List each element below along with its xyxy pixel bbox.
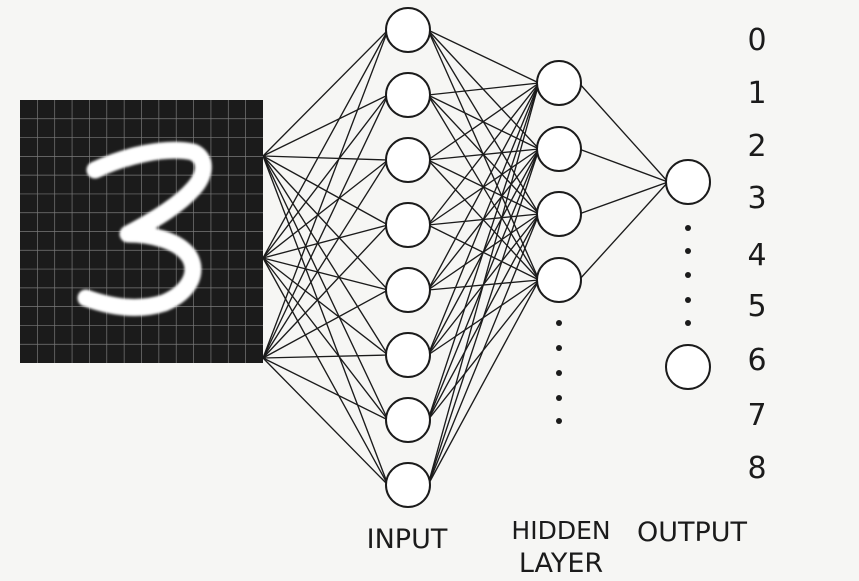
input-neuron (385, 72, 431, 118)
connection-line (262, 289, 389, 359)
connection-line (427, 82, 540, 421)
connection-line (262, 155, 389, 486)
connection-line (262, 29, 389, 359)
connection-edges (262, 29, 669, 486)
hidden-ellipsis-dot (556, 320, 562, 326)
connection-line (262, 29, 389, 157)
input-neuron (385, 462, 431, 508)
connection-line (262, 224, 389, 259)
hidden-ellipsis-dot (556, 370, 562, 376)
connection-line (262, 94, 389, 157)
input-neuron (385, 332, 431, 378)
connection-line (578, 148, 669, 183)
connection-line (262, 257, 389, 486)
input-digit-image (20, 100, 263, 363)
output-digit-label: 7 (747, 398, 766, 433)
connection-line (262, 155, 389, 226)
connection-line (427, 279, 540, 486)
output-ellipsis-dot (685, 272, 691, 278)
handwritten-digit-3 (77, 141, 212, 316)
connection-line (262, 357, 389, 486)
connection-line (427, 82, 540, 226)
connection-line (578, 181, 669, 215)
connection-line (262, 159, 389, 259)
output-digit-label: 6 (747, 343, 766, 378)
output-digit-label: 2 (747, 129, 766, 164)
connection-line (427, 82, 540, 96)
connection-line (427, 29, 540, 84)
output-ellipsis-dot (685, 248, 691, 254)
connection-line (262, 29, 389, 259)
output-neuron (665, 159, 711, 205)
output-neuron (665, 344, 711, 390)
connection-line (262, 155, 389, 291)
input-neuron (385, 397, 431, 443)
connection-line (262, 155, 389, 161)
hidden-neuron (536, 257, 582, 303)
connection-line (262, 357, 389, 421)
hidden-neuron (536, 191, 582, 237)
output-ellipsis-dot (685, 297, 691, 303)
connection-line (262, 94, 389, 259)
hidden-ellipsis-dot (556, 418, 562, 424)
hidden-layer-label-line2: LAYER (519, 548, 603, 579)
output-digit-label: 4 (747, 238, 766, 273)
connection-line (427, 213, 540, 486)
connection-line (262, 94, 389, 359)
connection-line (427, 82, 540, 486)
hidden-ellipsis-dot (556, 395, 562, 401)
output-layer-label: OUTPUT (637, 517, 748, 548)
connection-line (578, 82, 669, 183)
hidden-neuron (536, 126, 582, 172)
connection-line (578, 181, 669, 281)
connection-line (262, 155, 389, 356)
input-neuron (385, 7, 431, 53)
output-digit-label: 3 (747, 181, 766, 216)
output-digit-label: 5 (747, 289, 766, 324)
connection-line (427, 82, 540, 356)
hidden-neuron (536, 60, 582, 106)
connection-line (427, 148, 540, 486)
connection-line (262, 257, 389, 356)
output-digit-label: 1 (747, 76, 766, 111)
connection-line (262, 224, 389, 359)
input-layer-label: INPUT (367, 524, 448, 555)
connection-line (427, 82, 540, 291)
input-neuron (385, 202, 431, 248)
connection-line (427, 82, 540, 161)
connection-line (262, 159, 389, 359)
connection-line (262, 257, 389, 291)
output-ellipsis-dot (685, 320, 691, 326)
connection-line (262, 354, 389, 359)
output-digit-label: 8 (747, 451, 766, 486)
output-digit-labels: 0 1 2 3 4 5 6 7 8 (747, 23, 766, 486)
output-ellipsis-dot (685, 225, 691, 231)
ellipsis-dots (556, 225, 691, 424)
connection-line (262, 155, 389, 421)
output-digit-label: 0 (747, 23, 766, 58)
network-nodes (385, 7, 711, 508)
hidden-ellipsis-dot (556, 345, 562, 351)
input-neuron (385, 137, 431, 183)
connection-line (262, 257, 389, 421)
hidden-layer-label-line1: HIDDEN (511, 516, 610, 545)
layer-labels: INPUT HIDDEN LAYER OUTPUT (367, 516, 748, 579)
input-neuron (385, 267, 431, 313)
